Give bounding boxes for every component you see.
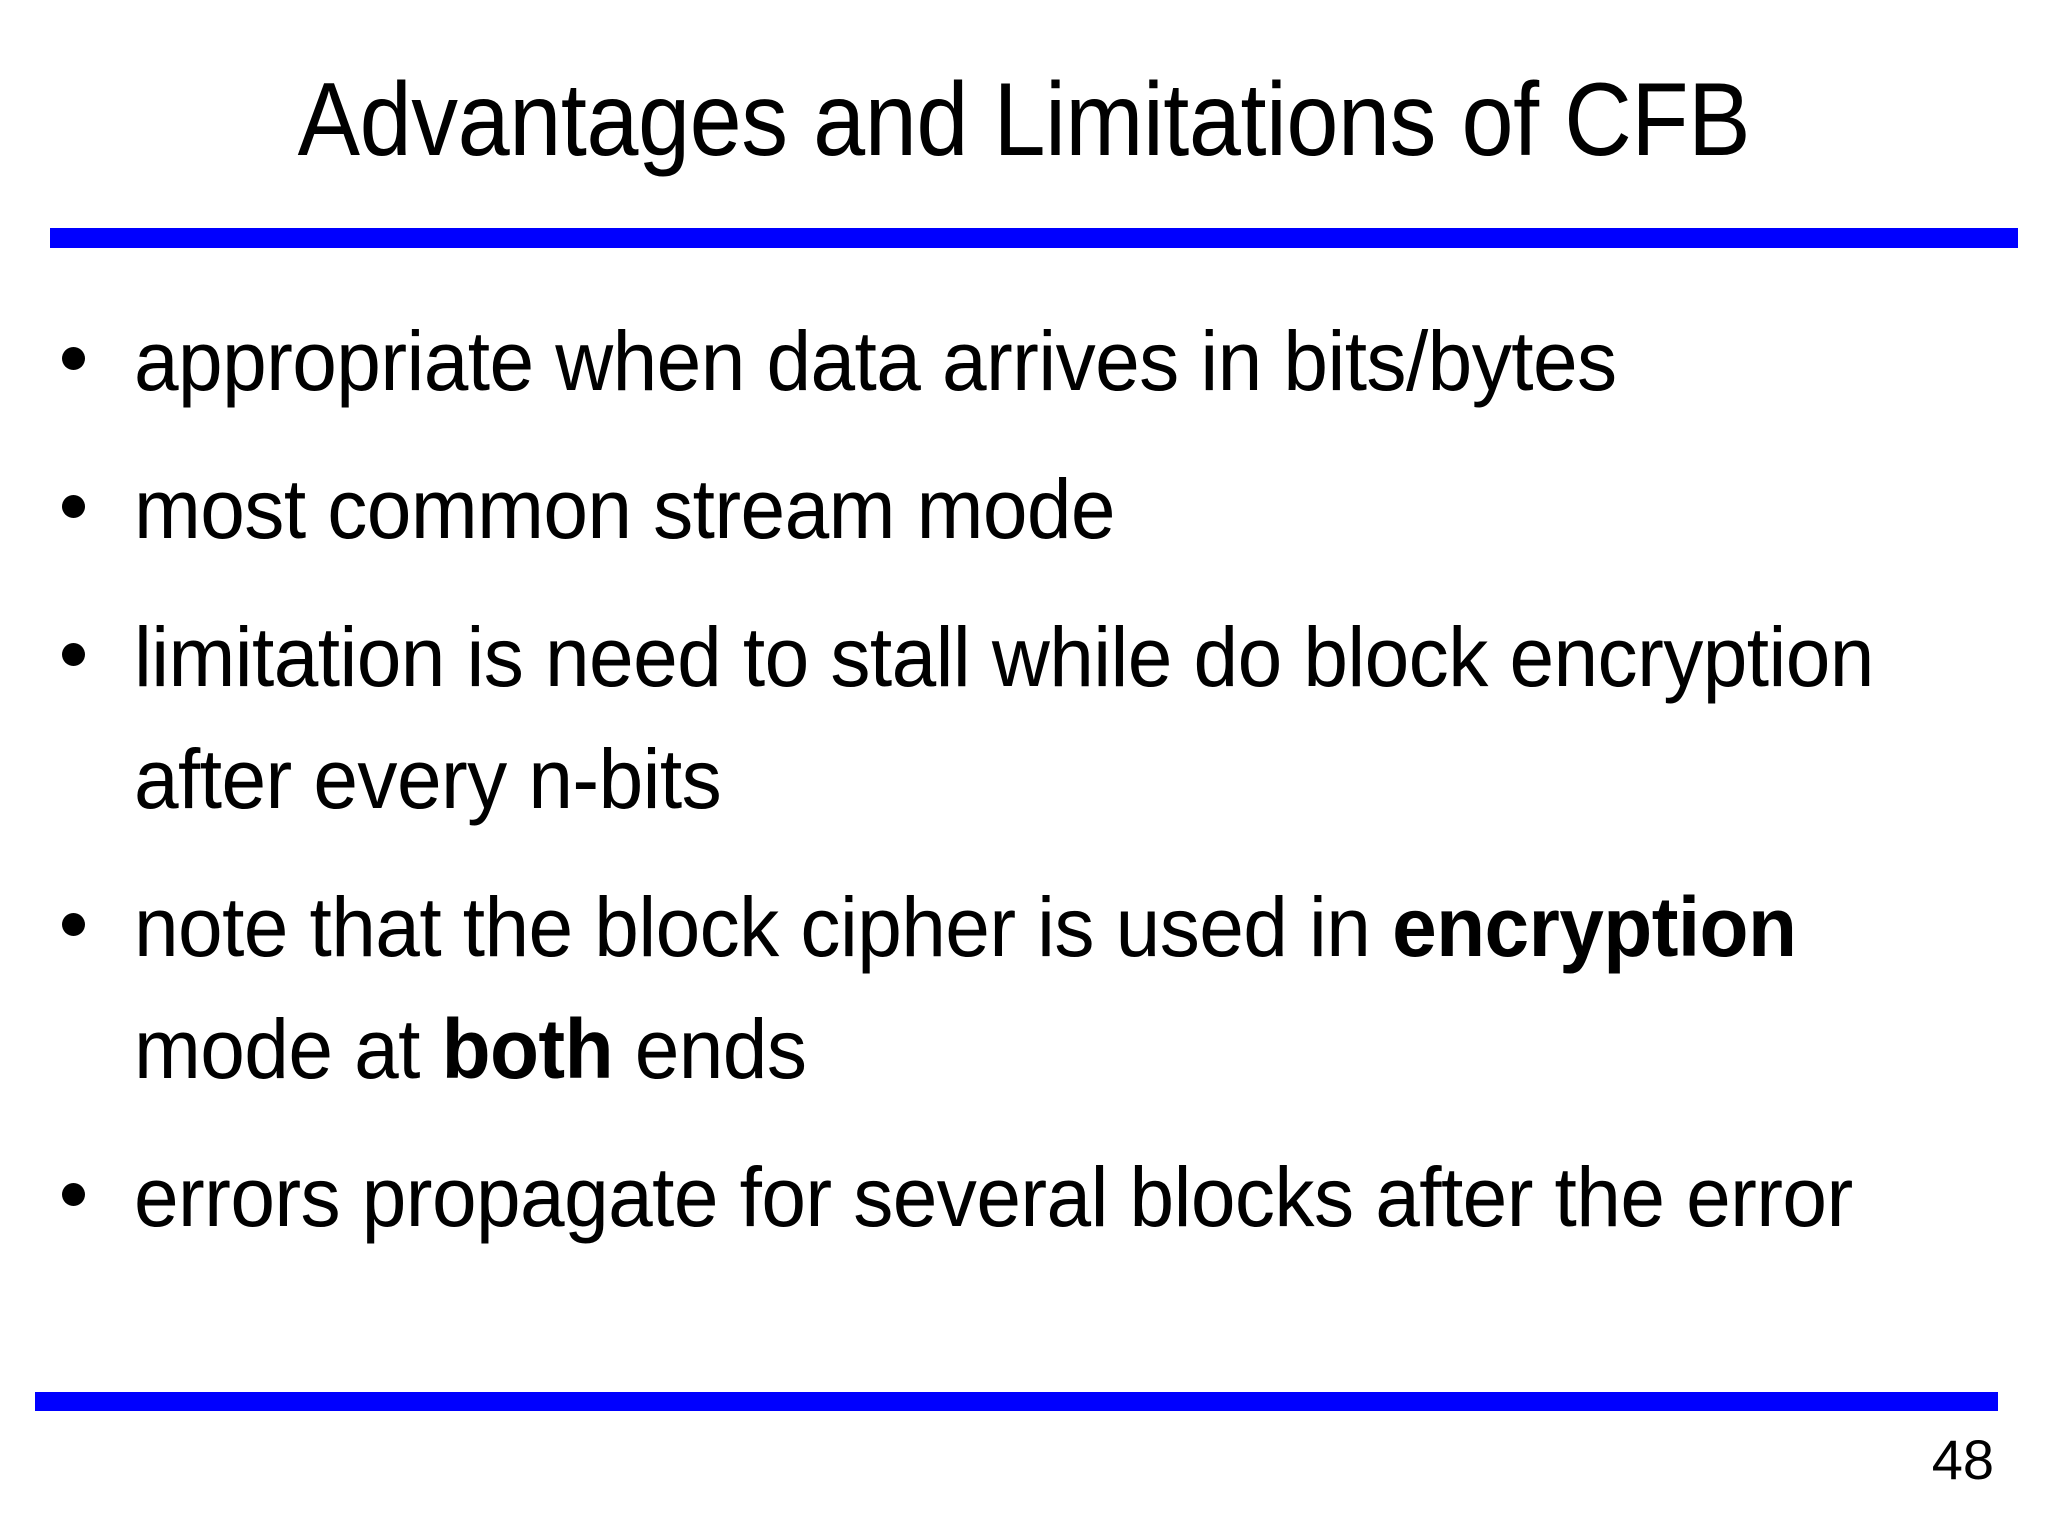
- slide-body-content: appropriate when data arrives in bits/by…: [46, 300, 2006, 1258]
- list-item: most common stream mode: [46, 448, 2006, 570]
- title-divider-rule-top: [50, 228, 2018, 248]
- footer-divider-rule-bottom: [35, 1392, 1998, 1411]
- list-item: appropriate when data arrives in bits/by…: [46, 300, 2006, 422]
- bullet-point-icon: [62, 347, 85, 370]
- list-item: errors propagate for several blocks afte…: [46, 1136, 2006, 1258]
- bullet-point-icon: [62, 1183, 85, 1206]
- slide-title-block: Advantages and Limitations of CFB: [0, 46, 2048, 196]
- list-item-text: limitation is need to stall while do blo…: [134, 610, 1874, 826]
- slide-page-number: 48: [1931, 1428, 1994, 1491]
- bullet-point-icon: [62, 643, 85, 666]
- list-item: limitation is need to stall while do blo…: [46, 596, 2006, 840]
- bullet-point-icon: [62, 495, 85, 518]
- list-item-text: most common stream mode: [134, 462, 1116, 556]
- list-item-text: errors propagate for several blocks afte…: [134, 1150, 1853, 1244]
- list-item-text: note that the block cipher is used in en…: [134, 880, 1797, 1096]
- page-title: Advantages and Limitations of CFB: [297, 62, 1751, 179]
- list-item-text: appropriate when data arrives in bits/by…: [134, 314, 1617, 408]
- bullet-point-icon: [62, 913, 85, 936]
- list-item: note that the block cipher is used in en…: [46, 866, 2006, 1110]
